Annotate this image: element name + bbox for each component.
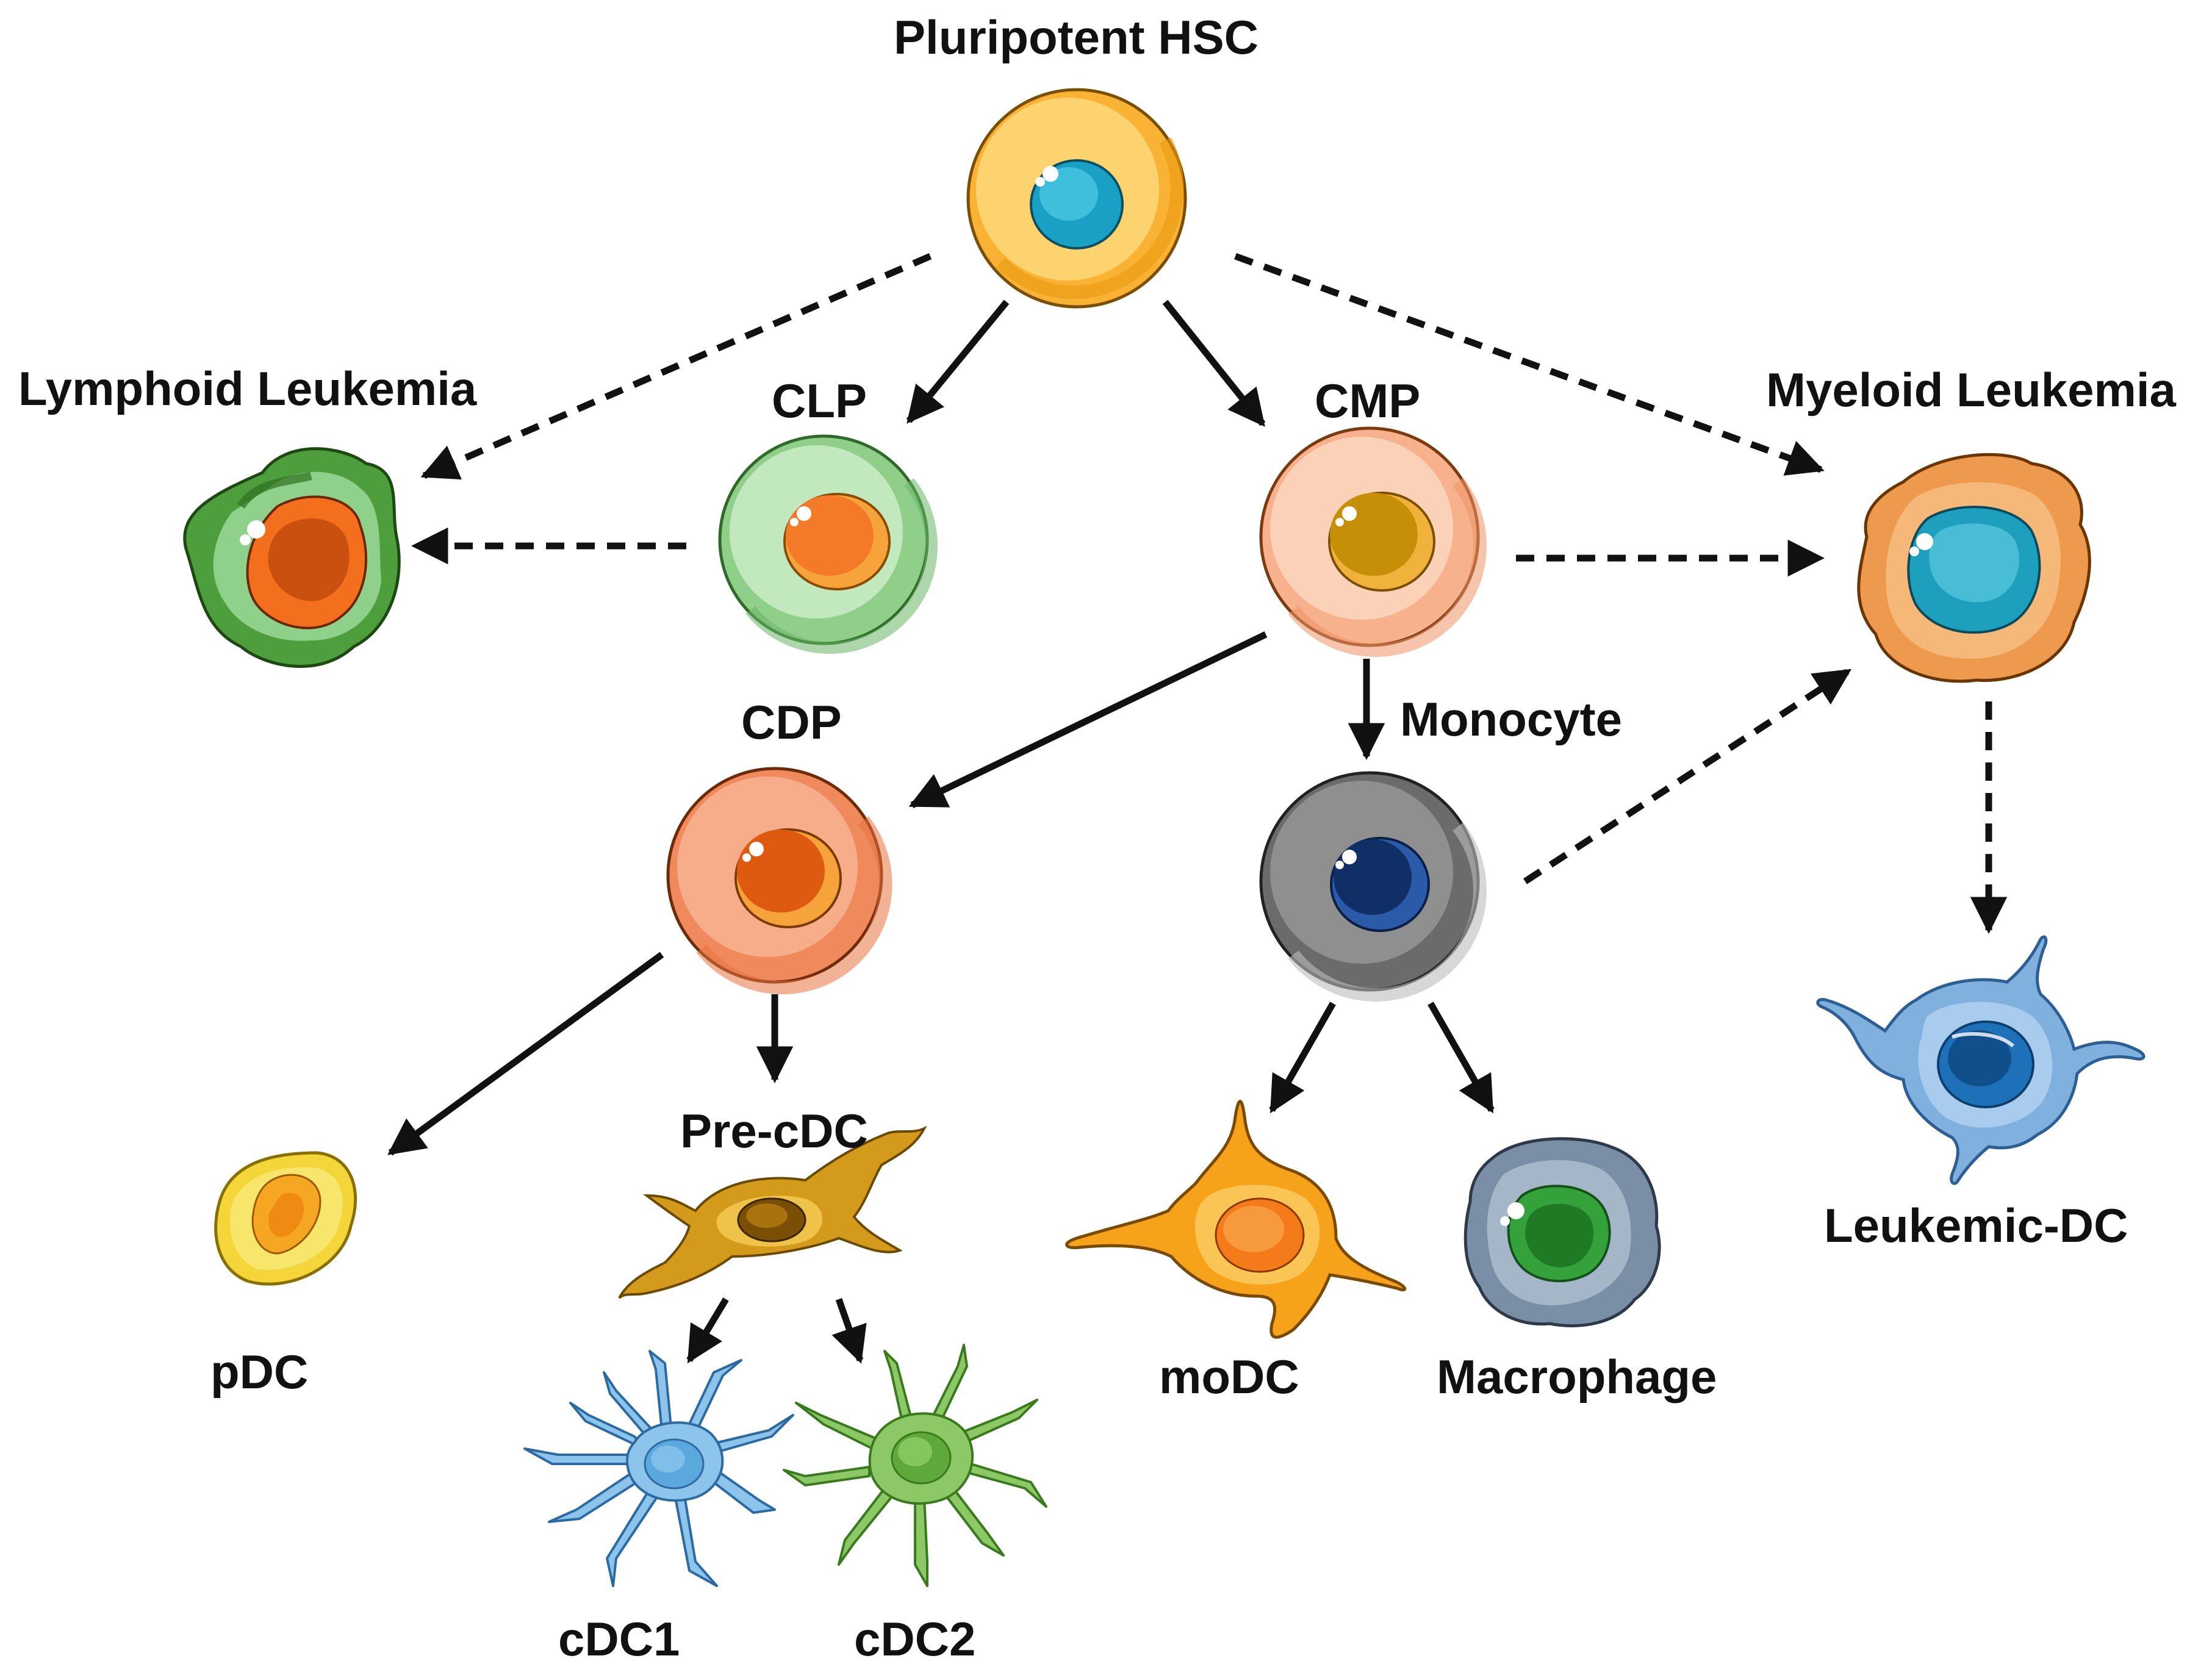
label-myeloid-leukemia: Myeloid Leukemia (1766, 363, 2176, 417)
modc-cell-icon (1065, 1100, 1406, 1339)
cdp-cell-icon (666, 767, 892, 995)
edge-monocyte-to-macrophage (1427, 1002, 1495, 1114)
label-pre-cdc: Pre-cDC (680, 1104, 868, 1158)
label-cdc1: cDC1 (558, 1612, 680, 1666)
monocyte-cell-icon (1259, 771, 1487, 1002)
edge-monocyte-to-myeloid-leukemia (1523, 668, 1852, 884)
edge-pre-cdc-to-cdc2 (831, 1298, 867, 1364)
edge-hsc-to-myeloid-leukemia (1234, 253, 1825, 476)
pdc-cell-icon (214, 1151, 357, 1286)
edge-hsc-to-clp (906, 299, 1010, 424)
edge-cmp-to-cdp (908, 631, 1268, 808)
label-cdc2: cDC2 (854, 1612, 976, 1666)
lymphoid-leukemia-cell-icon (183, 447, 401, 668)
label-lymphoid-leukemia: Lymphoid Leukemia (18, 362, 477, 415)
clp-cell-icon (718, 434, 938, 654)
macrophage-cell-icon (1463, 1137, 1661, 1328)
label-pluripotent-hsc: Pluripotent HSC (894, 10, 1259, 64)
leukemic-dc-cell-icon (1816, 935, 2146, 1185)
label-cmp: CMP (1315, 374, 1421, 428)
cmp-cell-icon (1259, 426, 1487, 657)
myeloid-leukemia-cell-icon (1857, 453, 2091, 683)
label-monocyte: Monocyte (1400, 692, 1623, 746)
edge-monocyte-to-modc (1269, 1002, 1336, 1114)
cdc1-cell-icon (523, 1350, 794, 1587)
edge-hsc-to-lymphoid-leukemia (420, 253, 932, 480)
label-leukemic-dc: Leukemic-DC (1824, 1199, 2128, 1252)
label-modc: moDC (1159, 1350, 1299, 1404)
edge-cdp-to-pdc (387, 952, 664, 1156)
label-pdc: pDC (210, 1345, 309, 1399)
cdc2-cell-icon (783, 1344, 1047, 1587)
label-macrophage: Macrophage (1437, 1350, 1717, 1404)
edges (387, 253, 2008, 1364)
edge-hsc-to-cmp (1162, 299, 1266, 427)
label-clp: CLP (772, 374, 867, 428)
pre-cdc-cell-icon (618, 1125, 927, 1299)
label-cdp: CDP (741, 695, 842, 749)
edge-pre-cdc-to-cdc1 (686, 1297, 729, 1364)
pluripotent-hsc-cell-icon (966, 88, 1187, 309)
